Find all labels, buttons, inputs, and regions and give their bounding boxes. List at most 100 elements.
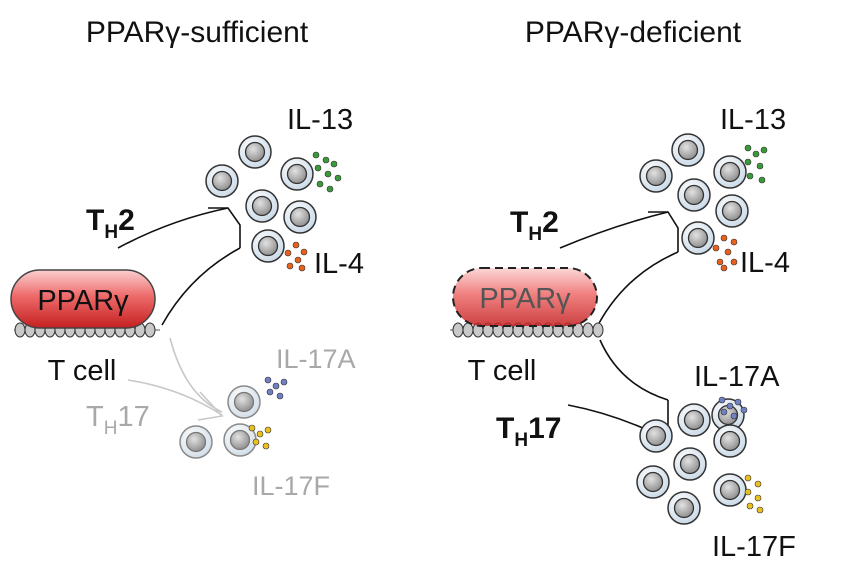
il17a-dot	[276, 392, 284, 400]
cell	[238, 135, 272, 169]
cell	[251, 229, 285, 263]
left-t-cell-label: T cell	[48, 355, 117, 387]
il13-dot	[324, 170, 332, 178]
cell	[713, 155, 747, 189]
il4-dot	[286, 262, 294, 270]
cell	[205, 164, 239, 198]
il13-dot	[322, 156, 330, 164]
cell	[713, 424, 747, 458]
il4-dot	[716, 258, 724, 266]
il4-dot	[730, 258, 738, 266]
il17f-dot	[744, 488, 752, 496]
right-il13-label: IL-13	[720, 104, 786, 136]
il17a-dot	[726, 402, 734, 410]
il17a-dot	[272, 382, 280, 390]
il13-dot	[316, 180, 324, 188]
il13-dot	[326, 185, 334, 193]
il4-dot	[300, 248, 308, 256]
th2-arrowhead-left	[208, 207, 241, 248]
il17f-dot	[754, 494, 762, 502]
cell	[179, 425, 213, 459]
right-panel: PPARγ-deficient PPARγ T cell TH2 TH17 IL…	[450, 16, 796, 563]
left-il17f-label: IL-17F	[252, 471, 330, 501]
cell	[677, 403, 711, 437]
left-il13-label: IL-13	[287, 104, 353, 136]
il13-dot	[752, 150, 760, 158]
nucleosome	[14, 322, 26, 338]
th2-arrow-upper-right	[559, 211, 669, 249]
il4-dot	[298, 264, 306, 272]
il17a-dot	[266, 388, 274, 396]
th17-arrow-upper-right	[599, 339, 669, 401]
il13-dot	[746, 172, 754, 180]
il4-dot	[292, 241, 300, 249]
il13-dot	[744, 158, 752, 166]
il17f-dot	[252, 438, 260, 446]
il17a-dot	[264, 376, 272, 384]
cell	[280, 157, 314, 191]
il17f-dot	[754, 480, 762, 488]
il4-dot	[720, 234, 728, 242]
cell	[639, 159, 673, 193]
left-panel: PPARγ-sufficient PPARγ T cell TH2 TH17 I…	[10, 16, 364, 501]
nucleosome	[452, 322, 464, 338]
right-th2-label: TH2	[510, 206, 559, 245]
right-th17-label: TH17	[496, 412, 561, 451]
right-t-cell-label: T cell	[468, 355, 537, 387]
il17a-dot	[730, 412, 738, 420]
right-pparg-label: PPARγ	[479, 283, 571, 315]
th2-arrow-upper-left	[117, 207, 229, 249]
il13-dot	[314, 164, 322, 172]
right-il17a-label: IL-17A	[694, 361, 780, 393]
il17a-dot	[720, 408, 728, 416]
left-th2-label: TH2	[86, 204, 135, 243]
il17f-dot	[262, 442, 270, 450]
left-pparg-receptor	[10, 269, 156, 329]
left-cytokine-dots	[248, 151, 342, 450]
il4-dot	[724, 248, 732, 256]
il17a-dot	[718, 396, 726, 404]
cell	[223, 423, 257, 457]
nucleosome	[144, 322, 156, 338]
cell	[639, 419, 673, 453]
il17f-dot	[744, 474, 752, 482]
right-pparg-receptor	[453, 268, 597, 326]
th2-arrow-lower-left	[161, 247, 241, 326]
il17f-dot	[756, 506, 764, 514]
il13-dot	[330, 160, 338, 168]
il17f-dot	[746, 502, 754, 510]
th17-arrow-lower-left	[127, 379, 223, 416]
th17-arrowhead-left	[197, 391, 224, 421]
right-pparg-receptor-outline	[452, 267, 598, 327]
il13-dot	[334, 174, 342, 182]
cell	[227, 385, 261, 419]
cell	[677, 178, 711, 212]
il17a-dot	[740, 406, 748, 414]
il13-dot	[312, 151, 320, 159]
nucleosome	[582, 322, 594, 338]
left-cell-cluster	[179, 135, 317, 459]
cell	[667, 491, 701, 525]
right-il4-label: IL-4	[740, 247, 790, 279]
il13-dot	[760, 146, 768, 154]
right-cell-cluster	[636, 133, 749, 525]
il13-dot	[758, 176, 766, 184]
th2-arrowhead-right	[648, 211, 679, 252]
cell	[671, 133, 705, 167]
il4-dot	[730, 238, 738, 246]
th2-arrow-lower-right	[597, 251, 679, 326]
nucleosome	[592, 322, 604, 338]
right-cytokine-dots	[712, 144, 768, 514]
left-th17-label: TH17	[86, 401, 150, 439]
il13-dot	[744, 144, 752, 152]
il17f-dot	[248, 424, 256, 432]
il17f-dot	[256, 430, 264, 438]
cell	[245, 189, 279, 223]
right-il17f-label: IL-17F	[712, 531, 796, 563]
il17a-dot	[280, 378, 288, 386]
left-pparg-label: PPARγ	[37, 285, 129, 317]
cell	[715, 194, 749, 228]
il4-dot	[720, 264, 728, 272]
cell	[636, 465, 670, 499]
